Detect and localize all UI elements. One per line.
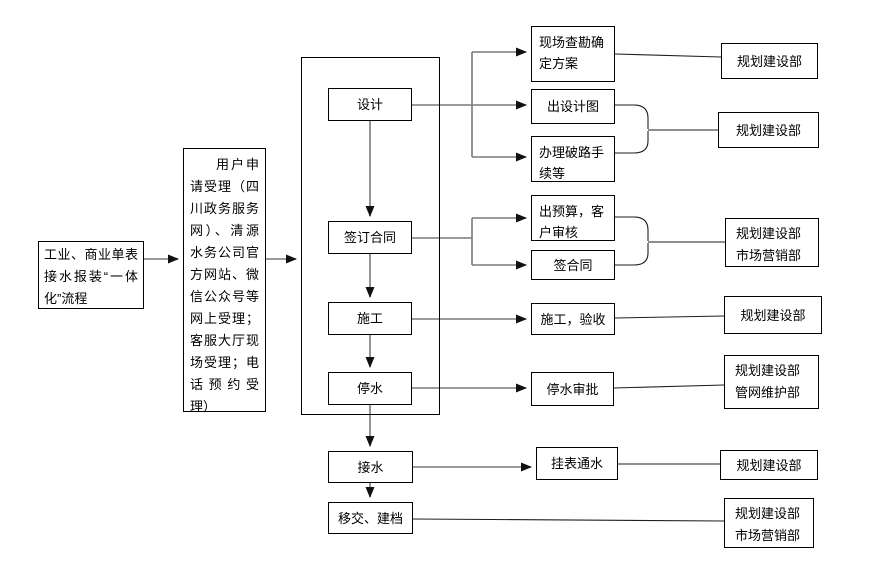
node-construction: 施工 xyxy=(328,302,412,335)
conn-approval-dept5 xyxy=(612,384,725,389)
dept-planning-marketing-2: 规划建设部 市场营销部 xyxy=(724,498,814,548)
node-user-application: 用户申请受理（四川政务服务网）、清源水务公司官方网站、微信公众号等网上受理；客服… xyxy=(183,148,266,414)
main-process-frame xyxy=(301,57,440,415)
node-site-survey: 现场查勘确定方案 xyxy=(531,26,615,82)
node-stop-water: 停水 xyxy=(328,372,412,405)
conn-survey-dept1 xyxy=(614,53,722,58)
node-sign-contract: 签订合同 xyxy=(328,221,412,254)
node-design: 设计 xyxy=(328,88,412,121)
conn-handover-dept7 xyxy=(412,518,725,522)
node-connect-water: 接水 xyxy=(328,451,413,483)
node-stop-water-approval: 停水审批 xyxy=(531,372,614,406)
merge-sign-curve xyxy=(614,243,649,266)
conn-acceptance-dept4 xyxy=(614,315,725,319)
node-meter-water-on: 挂表通水 xyxy=(536,447,618,480)
dept-planning-construction-2: 规划建设部 xyxy=(718,112,819,148)
dept-planning-construction-1: 规划建设部 xyxy=(721,43,818,79)
dept-planning-marketing-1: 规划建设部 市场营销部 xyxy=(725,218,819,267)
dept-planning-pipe-maintenance: 规划建设部 管网维护部 xyxy=(724,355,819,409)
node-construction-acceptance: 施工，验收 xyxy=(531,303,615,335)
node-handover-archive: 移交、建档 xyxy=(328,502,413,534)
node-start: 工业、商业单表接水报装“一体化”流程 xyxy=(38,241,144,309)
merge-road-curve xyxy=(615,131,649,154)
dept-planning-construction-3: 规划建设部 xyxy=(724,296,822,334)
merge-drawing-curve xyxy=(615,104,649,129)
merge-budget-curve xyxy=(614,216,649,241)
node-design-drawing: 出设计图 xyxy=(531,89,615,124)
node-sign-agreement: 签合同 xyxy=(531,250,615,280)
dept-planning-construction-4: 规划建设部 xyxy=(720,450,818,480)
node-road-permit: 办理破路手续等 xyxy=(531,136,615,182)
node-budget-review: 出预算，客户审核 xyxy=(531,195,615,241)
